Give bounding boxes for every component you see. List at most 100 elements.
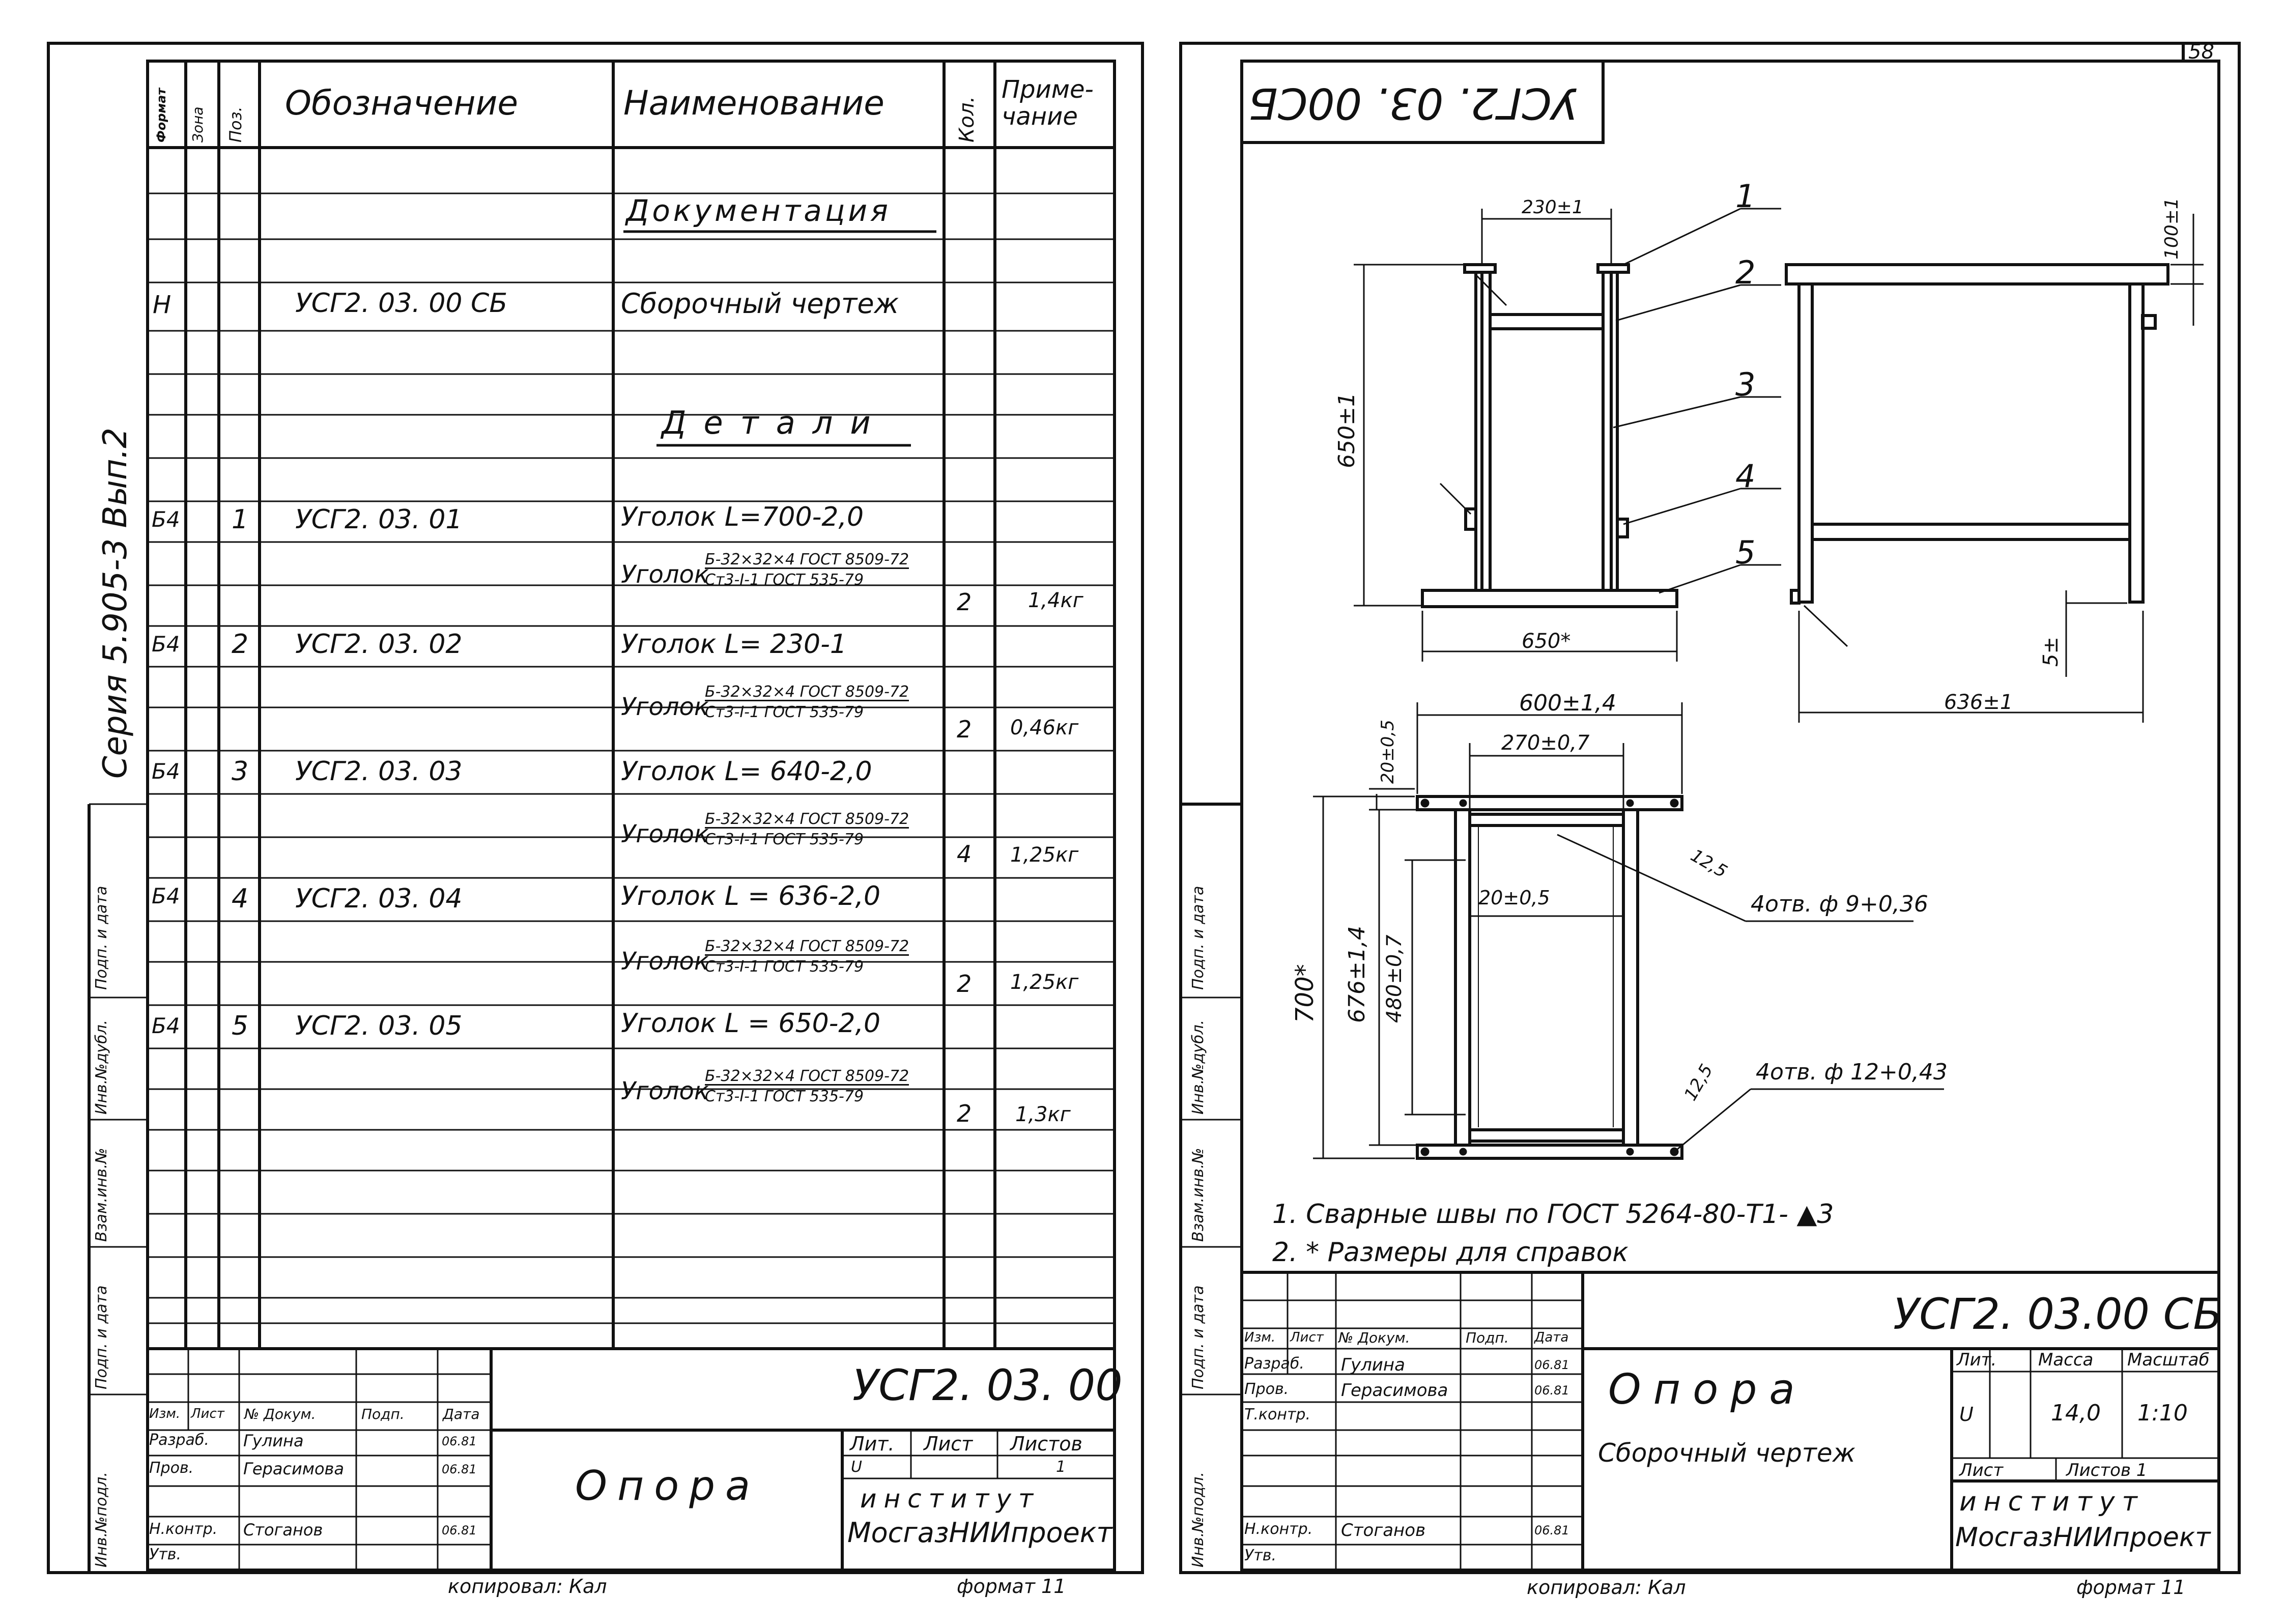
side-view: [1785, 263, 2169, 605]
row-note: 0,46кг: [1010, 716, 1079, 739]
dim-700: 700*: [1291, 964, 1319, 1023]
header-zone: Зона: [189, 106, 206, 143]
row-spec-top: Б-32×32×4 ГОСТ 8509-72: [705, 683, 909, 701]
tb-person: Гулина: [1341, 1355, 1405, 1375]
tb-scale-label: Масштаб: [2127, 1350, 2210, 1370]
tb-role: Т.контр.: [1244, 1406, 1311, 1423]
format-label: формат 11: [957, 1575, 1066, 1598]
tb-date: 06.81: [1534, 1358, 1569, 1372]
margin-label: Подп. и дата: [1189, 886, 1207, 990]
dim-676: 676±1,4: [1344, 926, 1370, 1023]
row-pos: 4: [232, 884, 249, 914]
title-block-code: УСГ2. 03.00 СБ: [1893, 1289, 2222, 1339]
tb-role: Пров.: [149, 1459, 194, 1477]
tb-mass-label: Масса: [2038, 1350, 2094, 1370]
callout-4: 4: [1735, 458, 1756, 495]
row-name: Уголок L = 650-2,0: [621, 1008, 881, 1039]
tb-person: Стоганов: [243, 1520, 323, 1540]
row-material-label: Уголок: [621, 1077, 709, 1105]
margin-label: Инв.№подл.: [93, 1472, 110, 1568]
tb-org-1: институт: [1959, 1487, 2145, 1517]
dim-20a: 20±0,5: [1378, 720, 1398, 784]
tb-sheets: 1: [1056, 1458, 1066, 1476]
row-pos: 5: [232, 1011, 249, 1041]
tb-sheets-label: Листов 1: [2066, 1460, 2148, 1480]
dim-600: 600±1,4: [1519, 690, 1616, 716]
row-format: Б4: [152, 884, 180, 908]
row-note: 1,4кг: [1028, 589, 1083, 612]
margin-label: Подп. и дата: [93, 1285, 110, 1389]
section-documentation: Документация: [626, 193, 891, 228]
tb-date: 06.81: [1534, 1523, 1569, 1537]
row-designation: УСГ2. 03. 05: [295, 1011, 463, 1041]
mirrored-stamp: УСГ2. 03. 00СБ: [1248, 78, 1578, 128]
tb-role: Разраб.: [149, 1431, 209, 1449]
row-spec-bottom: Ст3-I-1 ГОСТ 535-79: [705, 831, 864, 848]
dim-20b: 20±0,5: [1478, 887, 1550, 909]
tb-hdr: Изм.: [1244, 1330, 1276, 1345]
tb-person: Герасимова: [1341, 1380, 1448, 1401]
tb-hdr: Дата: [1534, 1330, 1569, 1345]
side-dims: [1798, 214, 2204, 723]
row-name: Сборочный чертеж: [621, 288, 899, 320]
tb-sheets-label: Листов: [1010, 1433, 1082, 1455]
tb-hdr: Изм.: [149, 1406, 181, 1421]
top-dims: [1313, 702, 1944, 1159]
header-format: Формат: [154, 88, 168, 143]
tb-lit: U: [1959, 1403, 1974, 1426]
row-name: Уголок L = 636-2,0: [621, 881, 881, 911]
tb-lit-label: Лит.: [1957, 1350, 1997, 1370]
margin-label: Инв.№дубл.: [1189, 1019, 1207, 1115]
margin-label: Подп. и дата: [93, 886, 110, 990]
dim-100: 100±1: [2161, 197, 2182, 260]
row-spec-top: Б-32×32×4 ГОСТ 8509-72: [705, 810, 909, 829]
tb-hdr: № Докум.: [244, 1406, 316, 1422]
row-designation: УСГ2. 03. 03: [295, 756, 463, 787]
row-spec-bottom: Ст3-I-1 ГОСТ 535-79: [705, 1088, 864, 1105]
header-qty: Кол.: [955, 96, 979, 143]
section-details: Детали: [662, 404, 888, 441]
callout-5: 5: [1735, 534, 1756, 571]
tb-sheet-label: Лист: [924, 1433, 973, 1455]
row-material-label: Уголок: [621, 820, 709, 848]
series-label: Серия 5.905-3 Вып.2: [97, 428, 134, 779]
dim-270: 270±0,7: [1501, 731, 1590, 755]
tb-scale: 1:10: [2137, 1400, 2188, 1426]
row-format: Б4: [152, 1013, 180, 1038]
tb-hdr: Лист: [191, 1406, 224, 1421]
row-qty: 2: [957, 970, 972, 998]
tb-person: Стоганов: [1341, 1520, 1426, 1541]
row-name: Уголок L= 230-1: [621, 629, 847, 660]
row-material-label: Уголок: [621, 947, 709, 976]
row-name: Уголок L=700-2,0: [621, 502, 864, 532]
margin-label: Подп. и дата: [1189, 1285, 1207, 1389]
tb-date: 06.81: [442, 1523, 477, 1537]
tb-mass: 14,0: [2051, 1400, 2101, 1426]
row-qty: 4: [957, 840, 972, 868]
tb-role: Н.контр.: [149, 1520, 218, 1538]
row-designation: УСГ2. 03. 02: [295, 629, 463, 660]
margin-label: Инв.№подл.: [1189, 1472, 1207, 1568]
dim-650-ref: 650*: [1522, 630, 1571, 653]
row-spec-bottom: Ст3-I-1 ГОСТ 535-79: [705, 571, 864, 589]
row-qty: 2: [957, 588, 972, 616]
row-material-label: Уголок: [621, 693, 709, 721]
row-designation: УСГ2. 03. 04: [295, 884, 463, 914]
tb-role: Утв.: [149, 1546, 181, 1563]
margin-label: Взам.инв.№: [93, 1148, 110, 1242]
row-format: Б4: [152, 632, 180, 657]
tb-role: Пров.: [1244, 1380, 1289, 1398]
sheet-number: 58: [2188, 40, 2214, 64]
hole-spec-1: 4отв. ф 9+0,36: [1751, 891, 1928, 917]
callout-1: 1: [1735, 178, 1756, 215]
row-pos: 3: [232, 756, 249, 787]
row-pos: 1: [232, 504, 249, 535]
tb-date: 06.81: [442, 1462, 477, 1476]
row-note: 1,3кг: [1015, 1103, 1071, 1126]
header-pos: Поз.: [226, 106, 245, 143]
callout-3: 3: [1735, 366, 1756, 403]
tb-org-2: МосгазНИИпроект: [1955, 1522, 2211, 1553]
dim-650: 650±1: [1334, 392, 1360, 468]
tb-hdr: Подп.: [1466, 1329, 1509, 1346]
